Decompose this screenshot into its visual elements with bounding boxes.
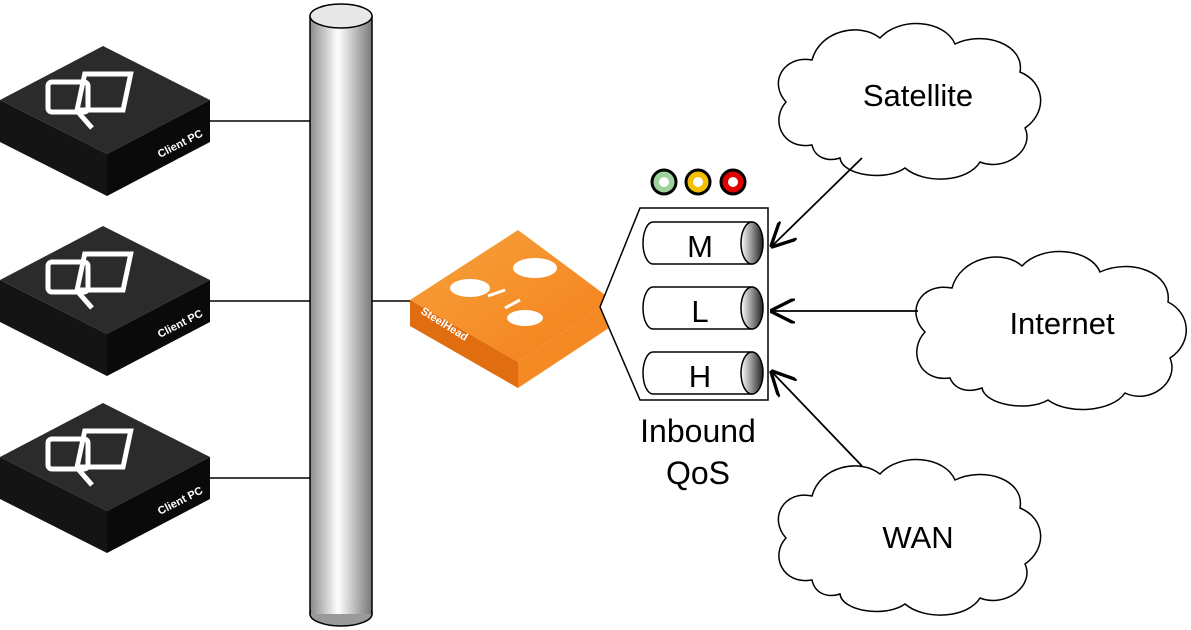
queue-label-m: M xyxy=(687,229,713,264)
cloud-satellite[interactable]: Satellite xyxy=(777,22,1042,180)
cloud-acceleration-icon xyxy=(450,258,557,326)
cloud-wan[interactable]: WAN xyxy=(777,458,1042,616)
qos-label-line1: Inbound xyxy=(640,413,756,449)
cloud-label-satellite: Satellite xyxy=(863,78,973,113)
cloud-internet[interactable]: Internet xyxy=(915,250,1187,411)
indicator-lights xyxy=(650,168,747,196)
qos-label-line2: QoS xyxy=(666,455,730,491)
queue-pipe-m[interactable]: M xyxy=(642,221,764,265)
queue-label-h: H xyxy=(689,359,711,394)
computer-icon xyxy=(45,251,134,310)
cloud-label-internet: Internet xyxy=(1009,306,1115,341)
queue-pipe-l[interactable]: L xyxy=(642,286,764,330)
arrow-satellite-to-m xyxy=(772,157,863,246)
light-glint xyxy=(659,177,669,187)
light-glint xyxy=(728,177,738,187)
light-glint xyxy=(693,177,703,187)
queue-label-l: L xyxy=(691,294,708,329)
client-pc-3[interactable]: Client PC xyxy=(0,403,210,553)
arrow-wan-to-h xyxy=(772,372,863,467)
computer-icon xyxy=(45,71,134,130)
queue-pipe-h[interactable]: H xyxy=(642,351,764,395)
steelhead-appliance[interactable]: SteelHead xyxy=(410,230,612,388)
network-bus xyxy=(309,3,373,627)
computer-icon xyxy=(45,428,134,487)
client-pc-1[interactable]: Client PC xyxy=(0,46,210,196)
client-pc-2[interactable]: Client PC xyxy=(0,226,210,376)
cloud-label-wan: WAN xyxy=(882,520,953,555)
